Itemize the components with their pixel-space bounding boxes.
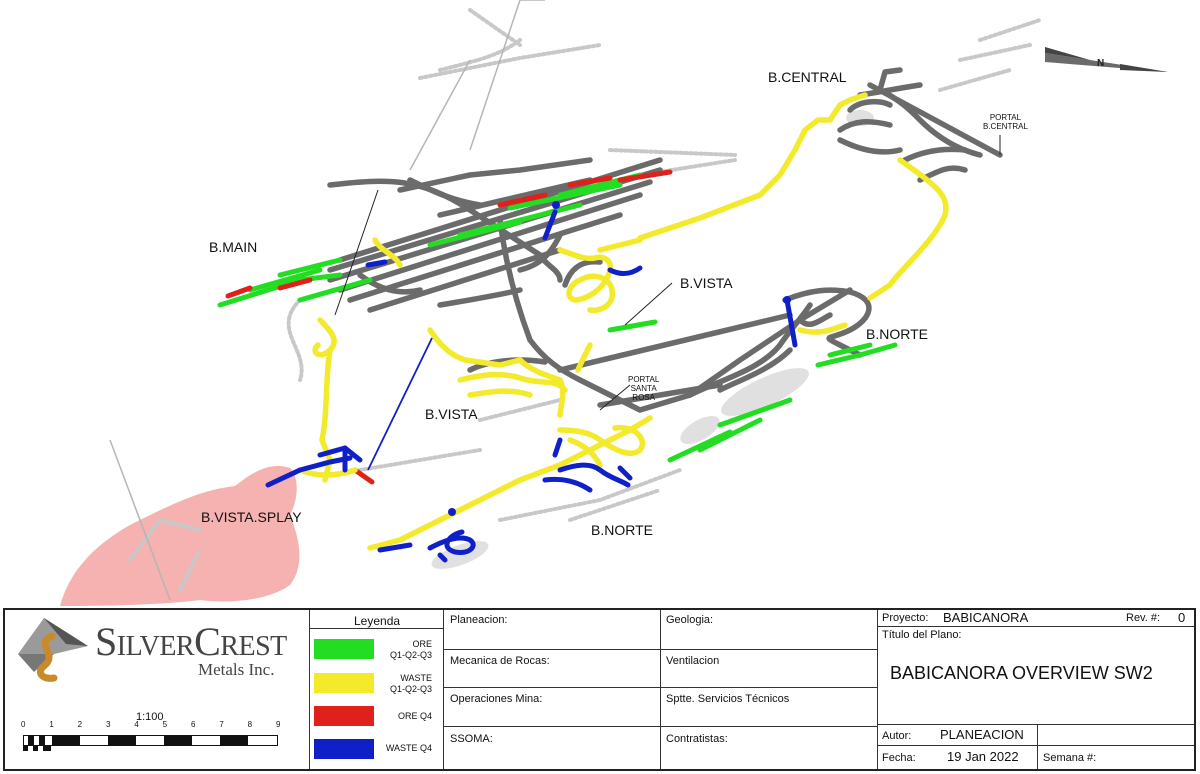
title-block-frame (3, 608, 1196, 771)
legend-waste-line2: Q1-Q2-Q3 (389, 684, 432, 694)
north-arrow-icon (1045, 47, 1168, 72)
legend-title: Leyenda (354, 614, 401, 628)
legend-swatch-waste-q4 (314, 739, 374, 759)
scale-tick-label: 5 (162, 720, 168, 729)
legend-swatch-ore (314, 639, 374, 659)
scale-tick-label: 2 (77, 720, 83, 729)
legend-label-ore-q4: ORE Q4 (397, 711, 432, 721)
label-portal-santa-rosa: PORTAL SANTA ROSA (628, 375, 659, 402)
divider (443, 687, 877, 688)
company-subtitle: Metals Inc. (198, 660, 275, 679)
scale-tick-label: 4 (134, 720, 139, 729)
signoff-ventilacion: Ventilacion (666, 655, 720, 667)
planned-thin-lines (109, 0, 545, 601)
label-b-norte-right: B.NORTE (866, 326, 928, 342)
waste-q4-thin (367, 337, 433, 471)
divider (309, 628, 443, 629)
legend-swatch-ore-q4 (314, 706, 374, 726)
label-b-vista-lower: B.VISTA (425, 406, 478, 422)
portal-central-line1: PORTAL (989, 113, 1022, 122)
divider (877, 724, 1194, 725)
scale-tick-label: 7 (219, 720, 224, 729)
label-b-main: B.MAIN (209, 239, 258, 255)
waste-q4-blobs (448, 201, 791, 516)
proyecto-value: BABICANORA (943, 610, 1029, 625)
development-workings (327, 67, 1003, 413)
leader-lines (334, 135, 1001, 411)
planned-workings (128, 8, 1042, 592)
label-b-central: B.CENTRAL (768, 69, 847, 85)
waste-q4-workings (265, 209, 798, 563)
legend-ore-line1: ORE (412, 639, 432, 649)
divider (443, 726, 877, 727)
divider (1037, 724, 1038, 769)
divider (877, 626, 1194, 627)
fecha-label: Fecha: (882, 752, 916, 764)
label-b-norte-lower: B.NORTE (591, 522, 653, 538)
ore-q4-workings (225, 169, 673, 485)
titulo-value: BABICANORA OVERVIEW SW2 (890, 663, 1153, 683)
signoff-planeacion: Planeacion: (450, 614, 508, 626)
scale-tick-label: 0 (21, 720, 26, 729)
legend-waste-line1: WASTE (400, 673, 432, 683)
scale-label: 1:100 (136, 711, 164, 723)
scale-tick-label: 3 (106, 720, 111, 729)
portal-santa-line3: ROSA (632, 393, 655, 402)
signoff-operaciones: Operaciones Mina: (450, 693, 543, 705)
titulo-label: Título del Plano: (882, 629, 962, 641)
portal-santa-line1: PORTAL (628, 375, 660, 384)
semana-label: Semana #: (1043, 752, 1097, 764)
legend-swatch-waste (314, 673, 374, 693)
mine-plan-drawing: N (60, 0, 1168, 606)
divider (309, 610, 310, 769)
silvercrest-logo-icon (18, 618, 88, 682)
autor-label: Autor: (882, 730, 912, 742)
ore-workings (217, 172, 898, 463)
label-b-vista-upper: B.VISTA (680, 275, 733, 291)
portal-central-line2: B.CENTRAL (983, 122, 1028, 131)
autor-value: PLANEACION (940, 727, 1024, 742)
divider (877, 745, 1194, 746)
signoff-contratistas: Contratistas: (666, 733, 728, 745)
label-portal-central: PORTAL B.CENTRAL (983, 113, 1028, 131)
proyecto-label: Proyecto: (882, 612, 929, 624)
scale-tick-label: 9 (276, 720, 281, 729)
fecha-value: 19 Jan 2022 (947, 749, 1019, 764)
portal-santa-line2: SANTA (630, 384, 657, 393)
signoff-sptte: Sptte. Servicios Técnicos (666, 693, 790, 705)
divider (877, 610, 878, 769)
legend-label-waste-q4: WASTE Q4 (385, 743, 432, 753)
scale-bar-lower (23, 746, 51, 751)
divider (660, 610, 661, 769)
rev-value: 0 (1178, 610, 1186, 625)
rev-label: Rev. #: (1126, 612, 1161, 624)
waste-workings (297, 92, 949, 551)
divider (443, 610, 444, 769)
signoff-mecanica: Mecanica de Rocas: (450, 655, 550, 667)
signoff-geologia: Geologia: (666, 614, 714, 626)
signoff-ssoma: SSOMA: (450, 733, 493, 745)
legend-ore-line2: Q1-Q2-Q3 (389, 650, 432, 660)
company-name: SilverCrest (95, 619, 287, 664)
scale-tick-label: 8 (247, 720, 253, 729)
scale-tick-label: 1 (49, 720, 54, 729)
label-b-vista-splay: B.VISTA.SPLAY (201, 509, 302, 525)
north-arrow-label: N (1097, 58, 1104, 69)
vista-splay-zone (60, 466, 300, 606)
scale-bar (23, 735, 278, 746)
scale-ticks: 0 1 2 3 4 5 6 7 8 9 (17, 720, 297, 732)
scale-tick-label: 6 (191, 720, 196, 729)
divider (443, 649, 877, 650)
